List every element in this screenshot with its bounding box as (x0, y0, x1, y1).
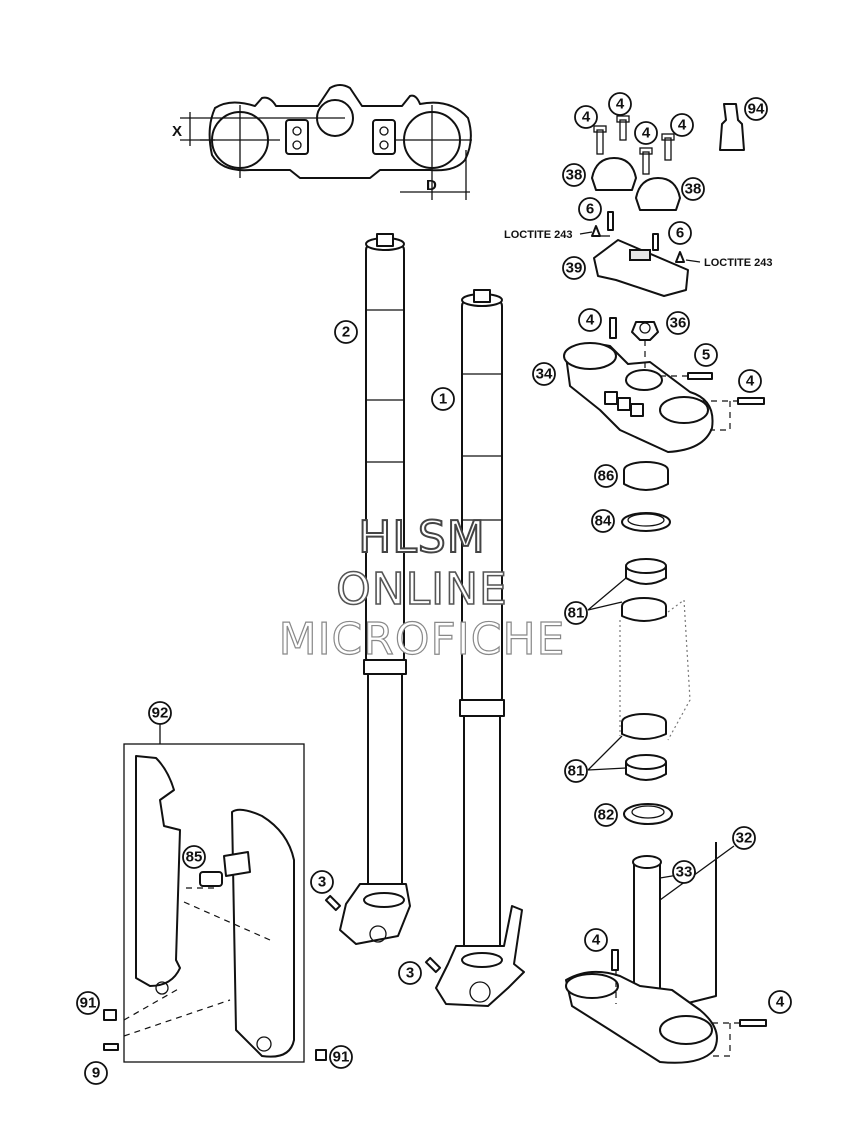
steering-bearings (619, 461, 691, 825)
callout-38: 38 (681, 177, 705, 201)
fork-guard-panel (103, 743, 442, 1063)
callout-38: 38 (562, 163, 586, 187)
callout-4: 4 (738, 369, 762, 393)
callout-91: 91 (329, 1045, 353, 1069)
callout-5: 5 (694, 343, 718, 367)
lower-triple-clamp (565, 842, 767, 1064)
callout-32: 32 (732, 826, 756, 850)
callout-4: 4 (608, 92, 632, 116)
svg-text:4: 4 (592, 932, 601, 949)
dimension-d-label: D (426, 177, 437, 194)
loctite-notes: LOCTITE 243 LOCTITE 243 (504, 229, 772, 269)
watermark-line-1: HLSM (357, 511, 486, 564)
svg-text:33: 33 (676, 864, 693, 881)
callout-6: 6 (668, 221, 692, 245)
callout-36: 36 (666, 311, 690, 335)
svg-text:34: 34 (536, 366, 553, 383)
fork-leg-1 (435, 289, 525, 1007)
callout-82: 82 (594, 803, 618, 827)
callout-3: 3 (398, 961, 422, 985)
callout-92: 92 (148, 701, 172, 725)
callout-2: 2 (334, 320, 358, 344)
svg-text:82: 82 (598, 807, 615, 824)
loctite-note: LOCTITE 243 (704, 257, 772, 269)
svg-text:5: 5 (702, 347, 710, 364)
svg-text:39: 39 (566, 260, 583, 277)
svg-text:4: 4 (746, 373, 755, 390)
svg-text:4: 4 (776, 994, 785, 1011)
svg-text:38: 38 (566, 167, 583, 184)
svg-text:91: 91 (333, 1049, 350, 1066)
svg-text:3: 3 (406, 965, 414, 982)
svg-text:4: 4 (582, 109, 591, 126)
callout-3: 3 (310, 870, 334, 894)
svg-text:3: 3 (318, 874, 326, 891)
svg-text:4: 4 (616, 96, 625, 113)
loctite-note: LOCTITE 243 (504, 229, 572, 241)
callout-4: 4 (578, 308, 602, 332)
callout-4: 4 (768, 990, 792, 1014)
callouts: 4 4 4 4 94 38 38 6 6 39 4 36 5 34 4 2 1 … (76, 92, 792, 1085)
triple-clamp-dimension-view: X D (172, 84, 472, 200)
callout-1: 1 (431, 387, 455, 411)
svg-text:92: 92 (152, 705, 169, 722)
svg-text:85: 85 (186, 849, 203, 866)
callout-81: 81 (564, 759, 588, 783)
svg-text:4: 4 (586, 312, 595, 329)
callout-81: 81 (564, 601, 588, 625)
fork-leg-2 (339, 233, 411, 945)
callout-85: 85 (182, 845, 206, 869)
svg-text:4: 4 (678, 117, 687, 134)
callout-91: 91 (76, 991, 100, 1015)
callout-94: 94 (744, 97, 768, 121)
callout-39: 39 (562, 256, 586, 280)
svg-text:32: 32 (736, 830, 753, 847)
svg-text:9: 9 (92, 1065, 100, 1082)
callout-34: 34 (532, 362, 556, 386)
svg-text:94: 94 (748, 101, 765, 118)
svg-text:36: 36 (670, 315, 687, 332)
callout-4: 4 (670, 113, 694, 137)
svg-text:6: 6 (676, 225, 684, 242)
callout-84: 84 (591, 509, 615, 533)
svg-text:84: 84 (595, 513, 612, 530)
svg-text:6: 6 (586, 201, 594, 218)
watermark-line-2: ONLINE (335, 563, 508, 616)
svg-text:81: 81 (568, 763, 585, 780)
watermark-line-3: MICROFICHE (278, 613, 566, 665)
callout-33: 33 (672, 860, 696, 884)
callout-9: 9 (84, 1061, 108, 1085)
svg-text:38: 38 (685, 181, 702, 198)
svg-text:81: 81 (568, 605, 585, 622)
callout-4: 4 (584, 928, 608, 952)
svg-text:1: 1 (439, 391, 447, 408)
svg-text:86: 86 (598, 468, 615, 485)
upper-hardware (591, 103, 745, 297)
callout-4: 4 (634, 121, 658, 145)
upper-triple-clamp (563, 317, 765, 453)
svg-text:2: 2 (342, 324, 350, 341)
callout-4: 4 (574, 105, 598, 129)
leader-lines (159, 577, 735, 901)
callout-6: 6 (578, 197, 602, 221)
svg-text:4: 4 (642, 125, 651, 142)
svg-text:91: 91 (80, 995, 97, 1012)
callout-86: 86 (594, 464, 618, 488)
dimension-x-label: X (172, 123, 182, 140)
